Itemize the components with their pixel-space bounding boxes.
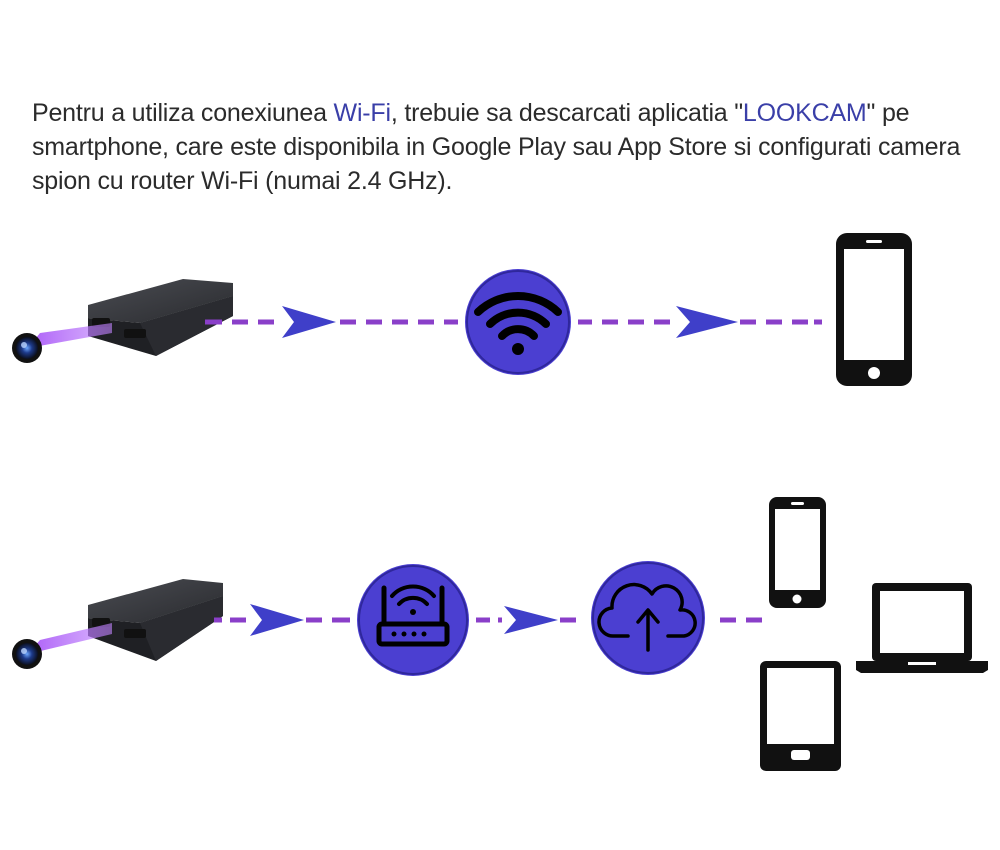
wifi-term: Wi-Fi (333, 99, 392, 127)
smartphone-icon (769, 497, 826, 608)
intro-text-2: , trebuie sa descarcati aplicatia " (390, 99, 743, 127)
wifi-icon (465, 269, 571, 375)
laptop-icon (856, 583, 988, 673)
arrow-icon (676, 306, 738, 338)
arrow-icon (504, 606, 558, 634)
arrow-icon (250, 604, 304, 636)
intro-paragraph: Pentru a utiliza conexiunea Wi-Fi, trebu… (32, 96, 962, 198)
router-icon (357, 564, 469, 676)
smartphone-icon (836, 233, 912, 386)
app-name: LOOKCAM (742, 99, 867, 127)
intro-text-3: " pe smartphone, care este disponibila i… (32, 99, 961, 195)
spy-camera-powerbank (12, 579, 223, 669)
row-direct-wifi (12, 233, 912, 386)
row-router-cloud (12, 497, 988, 771)
tablet-icon (760, 661, 841, 771)
arrow-icon (282, 306, 336, 338)
cloud-upload-icon (591, 561, 705, 675)
intro-text-1: Pentru a utiliza conexiunea (32, 99, 334, 127)
spy-camera-powerbank (12, 279, 233, 363)
